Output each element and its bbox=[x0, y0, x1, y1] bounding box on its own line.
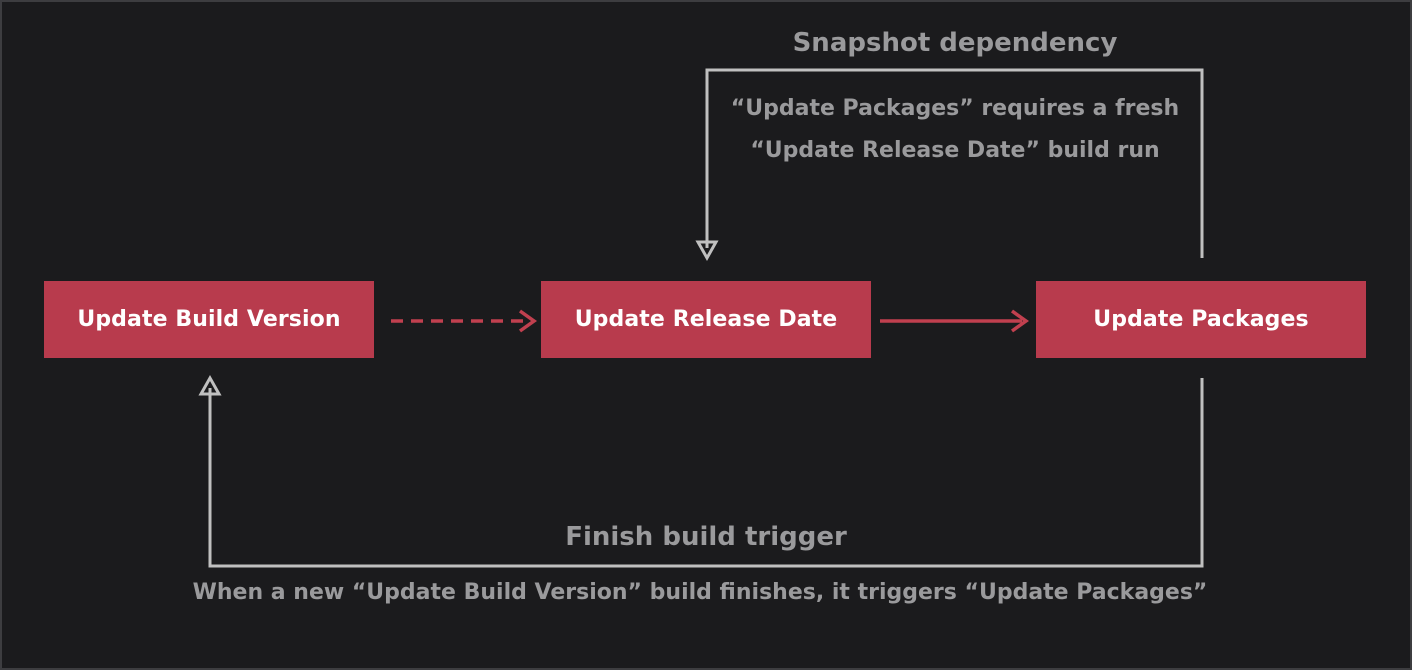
snapshot-dependency-line bbox=[705, 68, 1204, 258]
finish-trigger-line bbox=[208, 378, 1204, 568]
dashed-flow-arrowhead bbox=[518, 309, 538, 333]
finish-trigger-title: Finish build trigger bbox=[565, 522, 847, 552]
snapshot-dependency-arrowhead bbox=[695, 240, 719, 262]
node-update-release-date: Update Release Date bbox=[541, 281, 871, 358]
snapshot-dependency-title: Snapshot dependency bbox=[792, 28, 1118, 58]
solid-flow-arrowhead bbox=[1010, 309, 1030, 333]
node-update-build-version: Update Build Version bbox=[44, 281, 374, 358]
finish-trigger-description: When a new “Update Build Version” build … bbox=[192, 580, 1208, 605]
node-update-packages: Update Packages bbox=[1036, 281, 1366, 358]
snapshot-dependency-line-2: “Update Release Date” build run bbox=[750, 138, 1160, 163]
snapshot-dependency-line-1: “Update Packages” requires a fresh bbox=[730, 96, 1180, 121]
finish-trigger-arrowhead bbox=[198, 374, 222, 396]
